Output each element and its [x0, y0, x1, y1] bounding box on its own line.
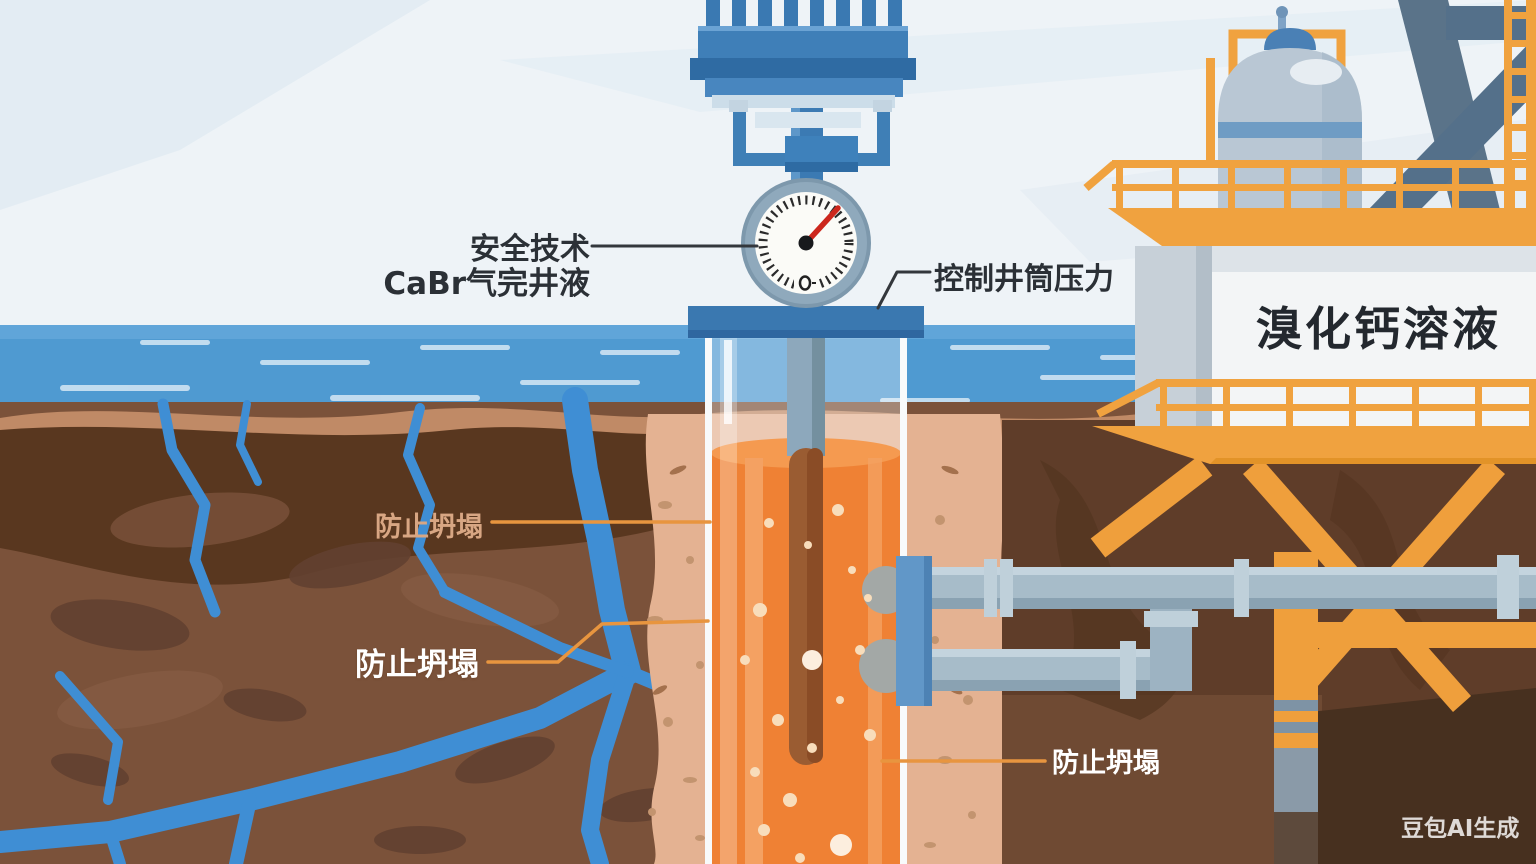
label-tank-solution: 溴化钙溶液 [1256, 302, 1501, 356]
surface-pipes [898, 555, 1536, 699]
label-completion-fluid: CaBr气完井液 [383, 266, 590, 302]
fracture-network [0, 387, 707, 864]
label-prevent-collapse-2: 防止坍塌 [355, 647, 479, 683]
gauge-needle [803, 205, 841, 246]
label-prevent-collapse-3: 防止坍塌 [1052, 748, 1160, 779]
callout-prevent-collapse-2 [486, 619, 710, 664]
callout-control-pressure [876, 270, 932, 310]
fluid-bubbles [740, 504, 876, 863]
pressure-gauge [741, 178, 871, 308]
wellhead-machinery [688, 0, 924, 338]
lower-platform [1092, 379, 1536, 464]
label-safety-tech: 安全技术 [470, 232, 590, 267]
label-control-wellbore-pressure: 控制井筒压力 [934, 262, 1114, 297]
watermark: 豆包AI生成 [1401, 816, 1520, 842]
wellbore-tube [705, 334, 907, 864]
gauge-zero-mark [798, 275, 812, 291]
callout-lines [486, 244, 1047, 763]
label-prevent-collapse-1: 防止坍塌 [375, 512, 483, 543]
drill-string [787, 336, 825, 765]
casing-connector [896, 556, 932, 706]
